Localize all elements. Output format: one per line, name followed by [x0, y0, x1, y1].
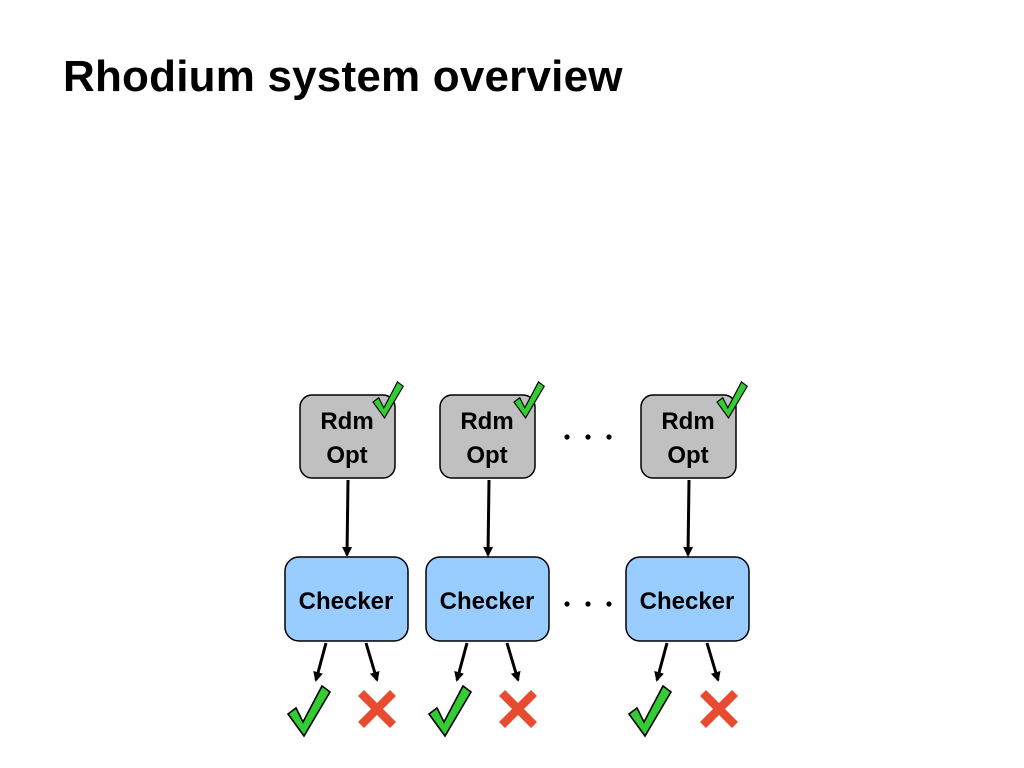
column-2: Rdm Opt Checker: [425, 381, 550, 737]
arrow-to-accept: [454, 642, 469, 682]
rdm-opt-box: [439, 394, 536, 479]
rdm-opt-label-line2: Opt: [667, 442, 708, 469]
cross-icon: [700, 690, 738, 728]
arrow-to-reject: [705, 642, 721, 682]
checker-box: [625, 556, 750, 642]
check-icon: [428, 685, 472, 737]
rdm-opt-label-line2: Opt: [326, 442, 367, 469]
checker-box: [425, 556, 550, 642]
check-icon: [628, 685, 672, 737]
arrow-opt-to-checker: [483, 479, 494, 557]
checker-label: Checker: [640, 588, 735, 615]
slide-title: Rhodium system overview: [63, 52, 623, 101]
rdm-opt-label-line1: Rdm: [661, 408, 714, 435]
rdm-opt-box: [299, 394, 396, 479]
column-3: Rdm Opt Checker: [625, 381, 750, 737]
column-1: Rdm Opt Checker: [284, 381, 409, 737]
rdm-opt-label-line1: Rdm: [460, 408, 513, 435]
arrow-to-reject: [505, 642, 521, 682]
ellipsis-top: [564, 434, 612, 440]
rdm-opt-box: [640, 394, 737, 479]
arrow-to-accept: [654, 642, 669, 682]
cross-icon: [358, 690, 396, 728]
arrow-opt-to-checker: [683, 479, 694, 557]
cross-icon: [499, 690, 537, 728]
ellipsis-bottom: [564, 601, 612, 607]
arrow-to-accept: [313, 642, 328, 682]
arrow-opt-to-checker: [342, 479, 353, 557]
checker-box: [284, 556, 409, 642]
arrow-to-reject: [364, 642, 380, 682]
checker-label: Checker: [440, 588, 535, 615]
rdm-opt-label-line1: Rdm: [320, 408, 373, 435]
rdm-opt-label-line2: Opt: [466, 442, 507, 469]
checker-label: Checker: [299, 588, 394, 615]
check-icon: [287, 685, 331, 737]
